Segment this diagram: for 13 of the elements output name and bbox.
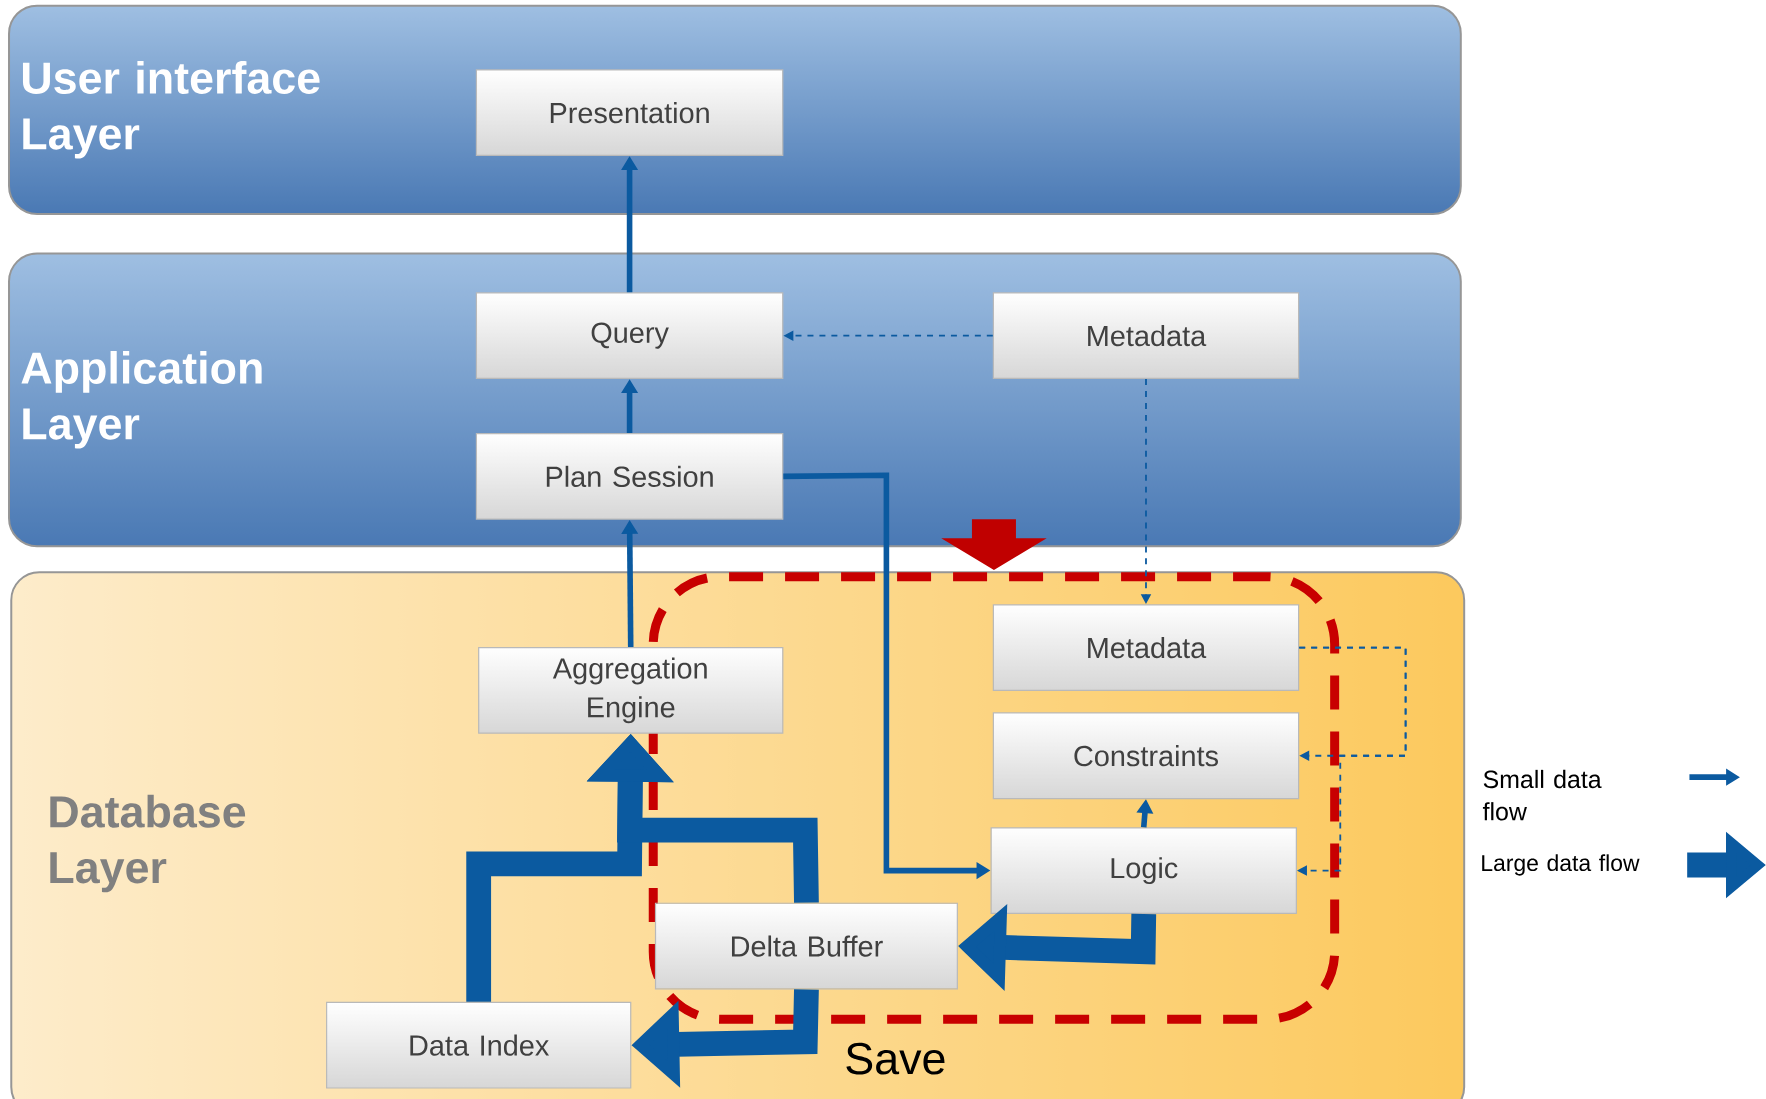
process-box: Logic [990,827,1297,914]
process-box: Metadata [992,292,1300,379]
process-box: Query [475,292,784,379]
process-box: Plan Session [475,432,784,520]
legend-label: Large data flow [1482,854,1640,876]
process-box: Data Index [326,1001,632,1089]
process-box: Metadata [992,604,1300,691]
process-box: Presentation [475,69,784,156]
process-box: Aggregation Engine [478,646,784,734]
legend-label: Small data flow [1482,769,1602,821]
process-box: Constraints [992,712,1300,799]
region-label: Save [846,1042,945,1075]
process-box: Delta Buffer [654,902,958,990]
